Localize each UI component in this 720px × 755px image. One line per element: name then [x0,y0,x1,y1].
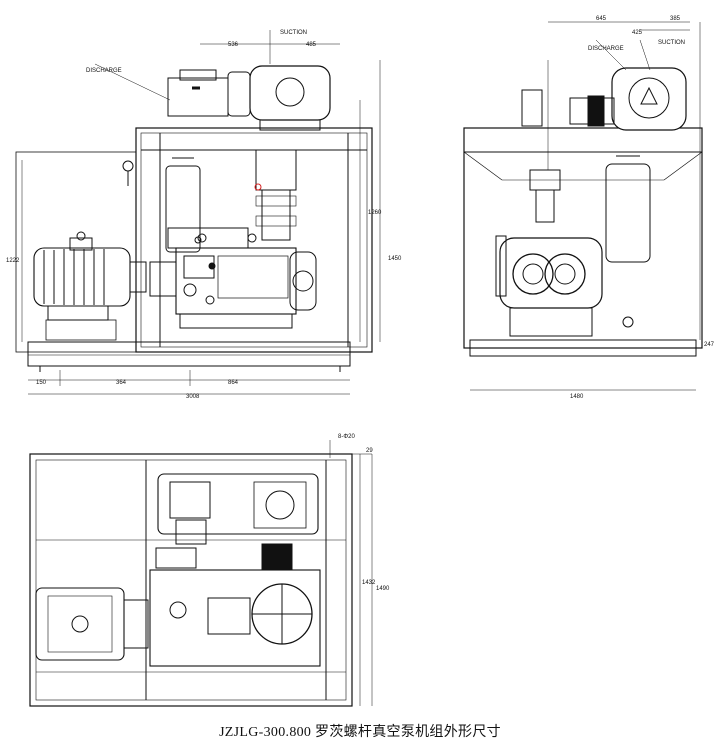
dim-plan-hole: 8-Φ20 [338,434,355,440]
dim-front-bottom-c: 864 [228,380,239,386]
front-suction-label: SUCTION [280,30,307,36]
side-discharge-label: DISCHARGE [588,46,624,52]
dim-front-overall-width: 3008 [186,394,200,400]
dim-side-top-a: 645 [596,16,607,22]
side-screw-pump [495,235,603,337]
dim-front-top-left: 536 [228,42,239,48]
front-discharge-label: DISCHARGE [86,68,122,74]
front-screw-pump [149,227,317,329]
dim-side-overall-width: 1480 [570,394,584,400]
dim-front-top-right: 485 [306,42,317,48]
dim-front-height-right: 1260 [368,210,382,216]
dim-plan-depth-a: 1432 [362,580,376,586]
dim-side-right-height: 247 [704,342,715,348]
dim-side-top-c: 425 [632,30,643,36]
front-view [15,30,381,395]
dim-front-bottom-b: 364 [116,380,127,386]
dim-front-height-left: 1222 [6,258,20,264]
side-view [463,21,703,391]
front-roots-pump [167,65,331,131]
side-suction-label: SUCTION [658,40,685,46]
dim-front-bottom-a: 150 [36,380,47,386]
dim-plan-edge: 29 [366,448,373,454]
plan-view [29,440,373,707]
dim-side-top-b: 385 [670,16,681,22]
dim-front-height-far: 1450 [388,256,402,262]
front-motor [33,231,147,341]
drawing-caption: JZJLG-300.800 罗茨螺杆真空泵机组外形尺寸 [219,725,501,740]
dim-plan-depth-b: 1490 [376,586,390,592]
